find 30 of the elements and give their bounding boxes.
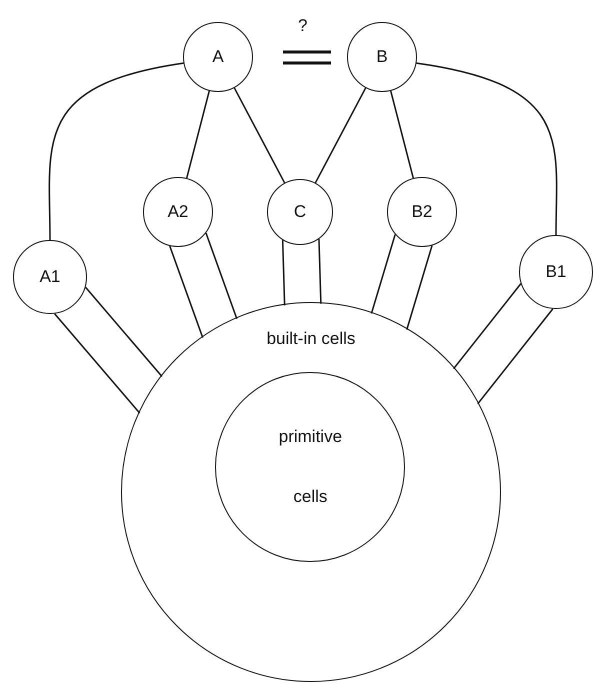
connector-line [314, 88, 366, 184]
connector-line [390, 90, 414, 178]
cell-circle [121, 302, 501, 682]
connector-pair [452, 282, 554, 405]
connector-line [186, 90, 210, 178]
node-label: C [294, 202, 306, 222]
connector-pair [54, 286, 163, 414]
connector-pair [169, 232, 238, 338]
connector-pair [370, 234, 433, 330]
connector-pair [282, 238, 322, 306]
node-label: B1 [546, 262, 566, 282]
node-circle [387, 177, 457, 247]
connector-line [416, 62, 558, 235]
question-mark: ? [298, 16, 308, 36]
connector-line [48, 62, 184, 240]
node-label: A [212, 47, 224, 67]
node-label: built-in cells [266, 329, 356, 349]
node-label: B [376, 47, 388, 67]
node-circle [13, 240, 87, 314]
node-circle [143, 177, 213, 247]
connector-line [234, 88, 286, 184]
node-circle [183, 22, 253, 92]
node-label: B2 [412, 202, 432, 222]
node-label: A1 [40, 267, 60, 287]
node-label: A2 [168, 202, 188, 222]
node-circle [267, 179, 333, 245]
node-label: primitive cells [278, 426, 344, 508]
node-circle [347, 22, 417, 92]
cell-circle [215, 372, 406, 562]
node-circle [519, 235, 593, 309]
